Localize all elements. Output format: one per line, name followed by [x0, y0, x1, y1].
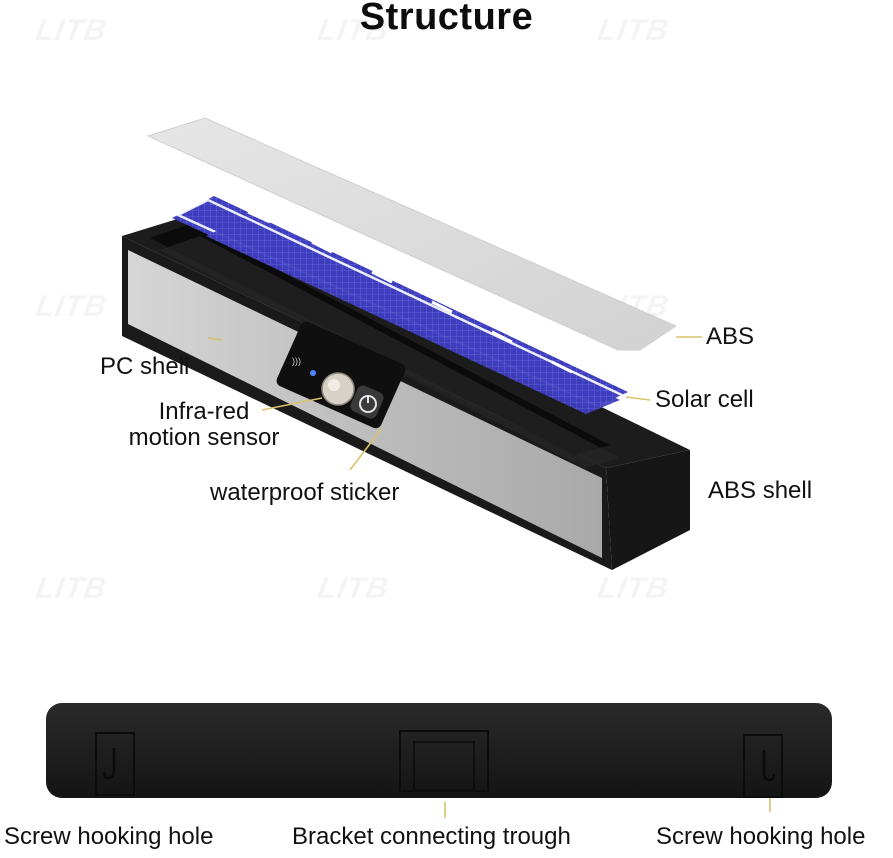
abs-cover — [146, 117, 678, 351]
indicator-light — [310, 370, 316, 376]
sensor-module: ))) — [276, 321, 406, 429]
label-bracket-trough: Bracket connecting trough — [292, 823, 571, 850]
label-solar-cell: Solar cell — [655, 386, 754, 413]
label-screw-hole-right: Screw hooking hole — [656, 823, 866, 850]
leader-lines — [207, 336, 771, 818]
label-infrared-line1: Infra-red — [158, 398, 250, 425]
label-screw-hole-left: Screw hooking hole — [4, 823, 214, 850]
bracket-connecting-trough — [399, 730, 489, 792]
svg-text:))): ))) — [292, 356, 301, 366]
bottom-view-housing — [46, 703, 832, 798]
label-waterproof-sticker: waterproof sticker — [210, 479, 400, 506]
solar-cell — [172, 196, 628, 414]
screw-hooking-hole-left — [95, 732, 135, 796]
label-infrared-sensor: Infra-red motion sensor — [112, 399, 296, 451]
page-title: Structure — [359, 0, 534, 38]
label-pc-shell: PC shell — [100, 353, 190, 380]
label-infrared-line2: motion sensor — [128, 424, 280, 451]
screw-hooking-hole-right — [743, 734, 783, 798]
housing-end-cap — [606, 450, 690, 570]
label-abs-shell: ABS shell — [708, 477, 813, 504]
label-abs: ABS — [706, 323, 755, 350]
